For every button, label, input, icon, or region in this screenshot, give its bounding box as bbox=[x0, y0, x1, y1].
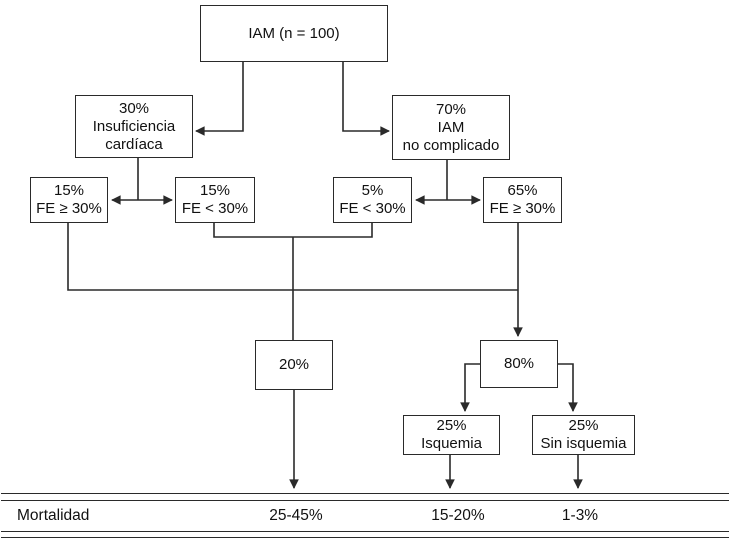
mortality-rule-top-1 bbox=[1, 493, 729, 495]
mortality-rule-bottom-1 bbox=[1, 531, 729, 533]
node-p80-text: 80% bbox=[503, 355, 535, 372]
connector-iam-to-uncomplicated bbox=[342, 62, 390, 136]
node-uncomplicated-pct: 70% bbox=[435, 100, 467, 118]
node-hf-ef-lt30-fe: FE < 30% bbox=[181, 200, 249, 217]
node-ischemia: 25% Isquemia bbox=[403, 415, 500, 455]
node-unc-ef-ge30-pct: 65% bbox=[507, 182, 538, 199]
node-unc-ef-lt30-pct: 5% bbox=[361, 182, 384, 199]
node-heart-failure: 30% Insuficiencia cardíaca bbox=[75, 95, 193, 158]
node-hf-ef-lt30-pct: 15% bbox=[199, 182, 231, 199]
node-p20: 20% bbox=[255, 340, 333, 390]
node-uncomplicated-line3: no complicado bbox=[402, 136, 500, 154]
mortality-rule-bottom-2 bbox=[1, 536, 729, 538]
node-hf-ef-ge30-pct: 15% bbox=[53, 182, 85, 199]
node-uncomplicated: 70% IAM no complicado bbox=[392, 95, 510, 160]
connector-ge30-merge bbox=[67, 223, 518, 291]
node-no-ischemia-pct: 25% bbox=[568, 417, 599, 434]
node-heart-failure-line3: cardíaca bbox=[105, 135, 163, 153]
node-no-ischemia: 25% Sin isquemia bbox=[532, 415, 635, 455]
node-ischemia-label: Isquemia bbox=[421, 435, 482, 452]
node-iam-text: IAM (n = 100) bbox=[248, 24, 340, 42]
node-no-ischemia-label: Sin isquemia bbox=[540, 435, 627, 452]
mortality-row-label: Mortalidad bbox=[17, 507, 90, 524]
node-unc-ef-lt30-fe: FE < 30% bbox=[339, 200, 406, 217]
mortality-rule-top-2 bbox=[1, 499, 729, 501]
node-ischemia-pct: 25% bbox=[436, 417, 467, 434]
connector-p80-to-no-ischemia bbox=[558, 363, 578, 412]
mortality-value-no-ischemia: 1-3% bbox=[561, 507, 599, 524]
mortality-value-p20: 25-45% bbox=[269, 507, 323, 524]
node-uncomplicated-line2: IAM bbox=[437, 118, 465, 136]
connector-p80-to-ischemia bbox=[460, 363, 480, 412]
node-iam: IAM (n = 100) bbox=[200, 5, 388, 62]
connector-iam-to-heart-failure bbox=[195, 62, 244, 136]
node-heart-failure-line2: Insuficiencia bbox=[92, 117, 176, 135]
node-heart-failure-pct: 30% bbox=[118, 99, 150, 117]
node-hf-ef-ge30: 15% FE ≥ 30% bbox=[30, 177, 108, 223]
node-unc-ef-lt30: 5% FE < 30% bbox=[333, 177, 412, 223]
node-hf-ef-lt30: 15% FE < 30% bbox=[175, 177, 255, 223]
node-unc-ef-ge30-fe: FE ≥ 30% bbox=[489, 200, 556, 217]
node-hf-ef-ge30-fe: FE ≥ 30% bbox=[36, 200, 102, 217]
mortality-value-ischemia: 15-20% bbox=[431, 507, 485, 524]
node-p80: 80% bbox=[480, 340, 558, 388]
node-p20-text: 20% bbox=[278, 356, 310, 373]
node-unc-ef-ge30: 65% FE ≥ 30% bbox=[483, 177, 562, 223]
connector-lt30-merge bbox=[213, 223, 373, 238]
